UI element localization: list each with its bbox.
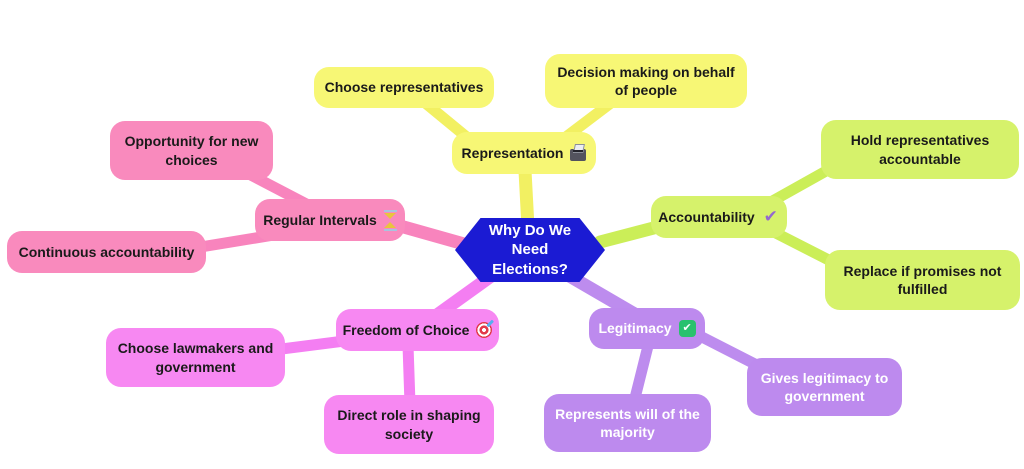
branch-node-representation[interactable]: Representation	[452, 132, 596, 174]
hourglass-icon	[383, 209, 397, 231]
branch-label: Regular Intervals	[263, 211, 377, 228]
leaf-node-decision-making[interactable]: Decision making on behalf of people	[545, 54, 747, 108]
leaf-label: Continuous accountability	[18, 243, 195, 260]
central-node-label: Why Do We Need Elections?	[488, 221, 572, 278]
leaf-node-gives-legitimacy-to-government[interactable]: Gives legitimacy to government	[747, 358, 902, 416]
leaf-label: Decision making on behalf of people	[557, 63, 735, 98]
branch-node-regular-intervals[interactable]: Regular Intervals	[255, 199, 405, 241]
target-icon	[476, 322, 493, 338]
purple-check-icon	[762, 208, 780, 226]
leaf-label: Opportunity for new choices	[124, 133, 259, 168]
leaf-node-replace-if-promises-not-fulfilled[interactable]: Replace if promises not fulfilled	[825, 250, 1020, 310]
branch-label: Freedom of Choice	[342, 321, 470, 338]
leaf-label: Direct role in shaping society	[337, 407, 481, 442]
leaf-label: Choose representatives	[324, 79, 484, 96]
branch-node-freedom-of-choice[interactable]: Freedom of Choice	[336, 309, 499, 351]
leaf-label: Choose lawmakers and government	[117, 340, 274, 375]
ballot-box-icon	[570, 149, 587, 161]
branch-node-legitimacy[interactable]: Legitimacy	[589, 308, 705, 349]
leaf-label: Gives legitimacy to government	[760, 369, 889, 404]
leaf-node-direct-role-in-shaping-society[interactable]: Direct role in shaping society	[324, 395, 494, 454]
central-node-why-elections[interactable]: Why Do We Need Elections?	[455, 218, 605, 282]
leaf-label: Hold representatives accountable	[850, 132, 990, 167]
leaf-label: Replace if promises not fulfilled	[843, 262, 1002, 297]
leaf-label: Represents will of the majority	[555, 405, 700, 440]
branch-label: Accountability	[658, 208, 755, 225]
leaf-node-continuous-accountability[interactable]: Continuous accountability	[7, 231, 206, 273]
leaf-node-represents-will-of-majority[interactable]: Represents will of the majority	[544, 394, 711, 452]
leaf-node-choose-lawmakers-and-government[interactable]: Choose lawmakers and government	[106, 328, 285, 387]
branch-label: Representation	[461, 144, 564, 161]
leaf-node-hold-representatives-accountable[interactable]: Hold representatives accountable	[821, 120, 1019, 179]
leaf-node-choose-representatives[interactable]: Choose representatives	[314, 67, 494, 108]
branch-node-accountability[interactable]: Accountability	[651, 196, 787, 238]
green-check-badge-icon	[678, 320, 696, 337]
leaf-node-opportunity-for-new-choices[interactable]: Opportunity for new choices	[110, 121, 273, 180]
branch-label: Legitimacy	[598, 320, 672, 337]
